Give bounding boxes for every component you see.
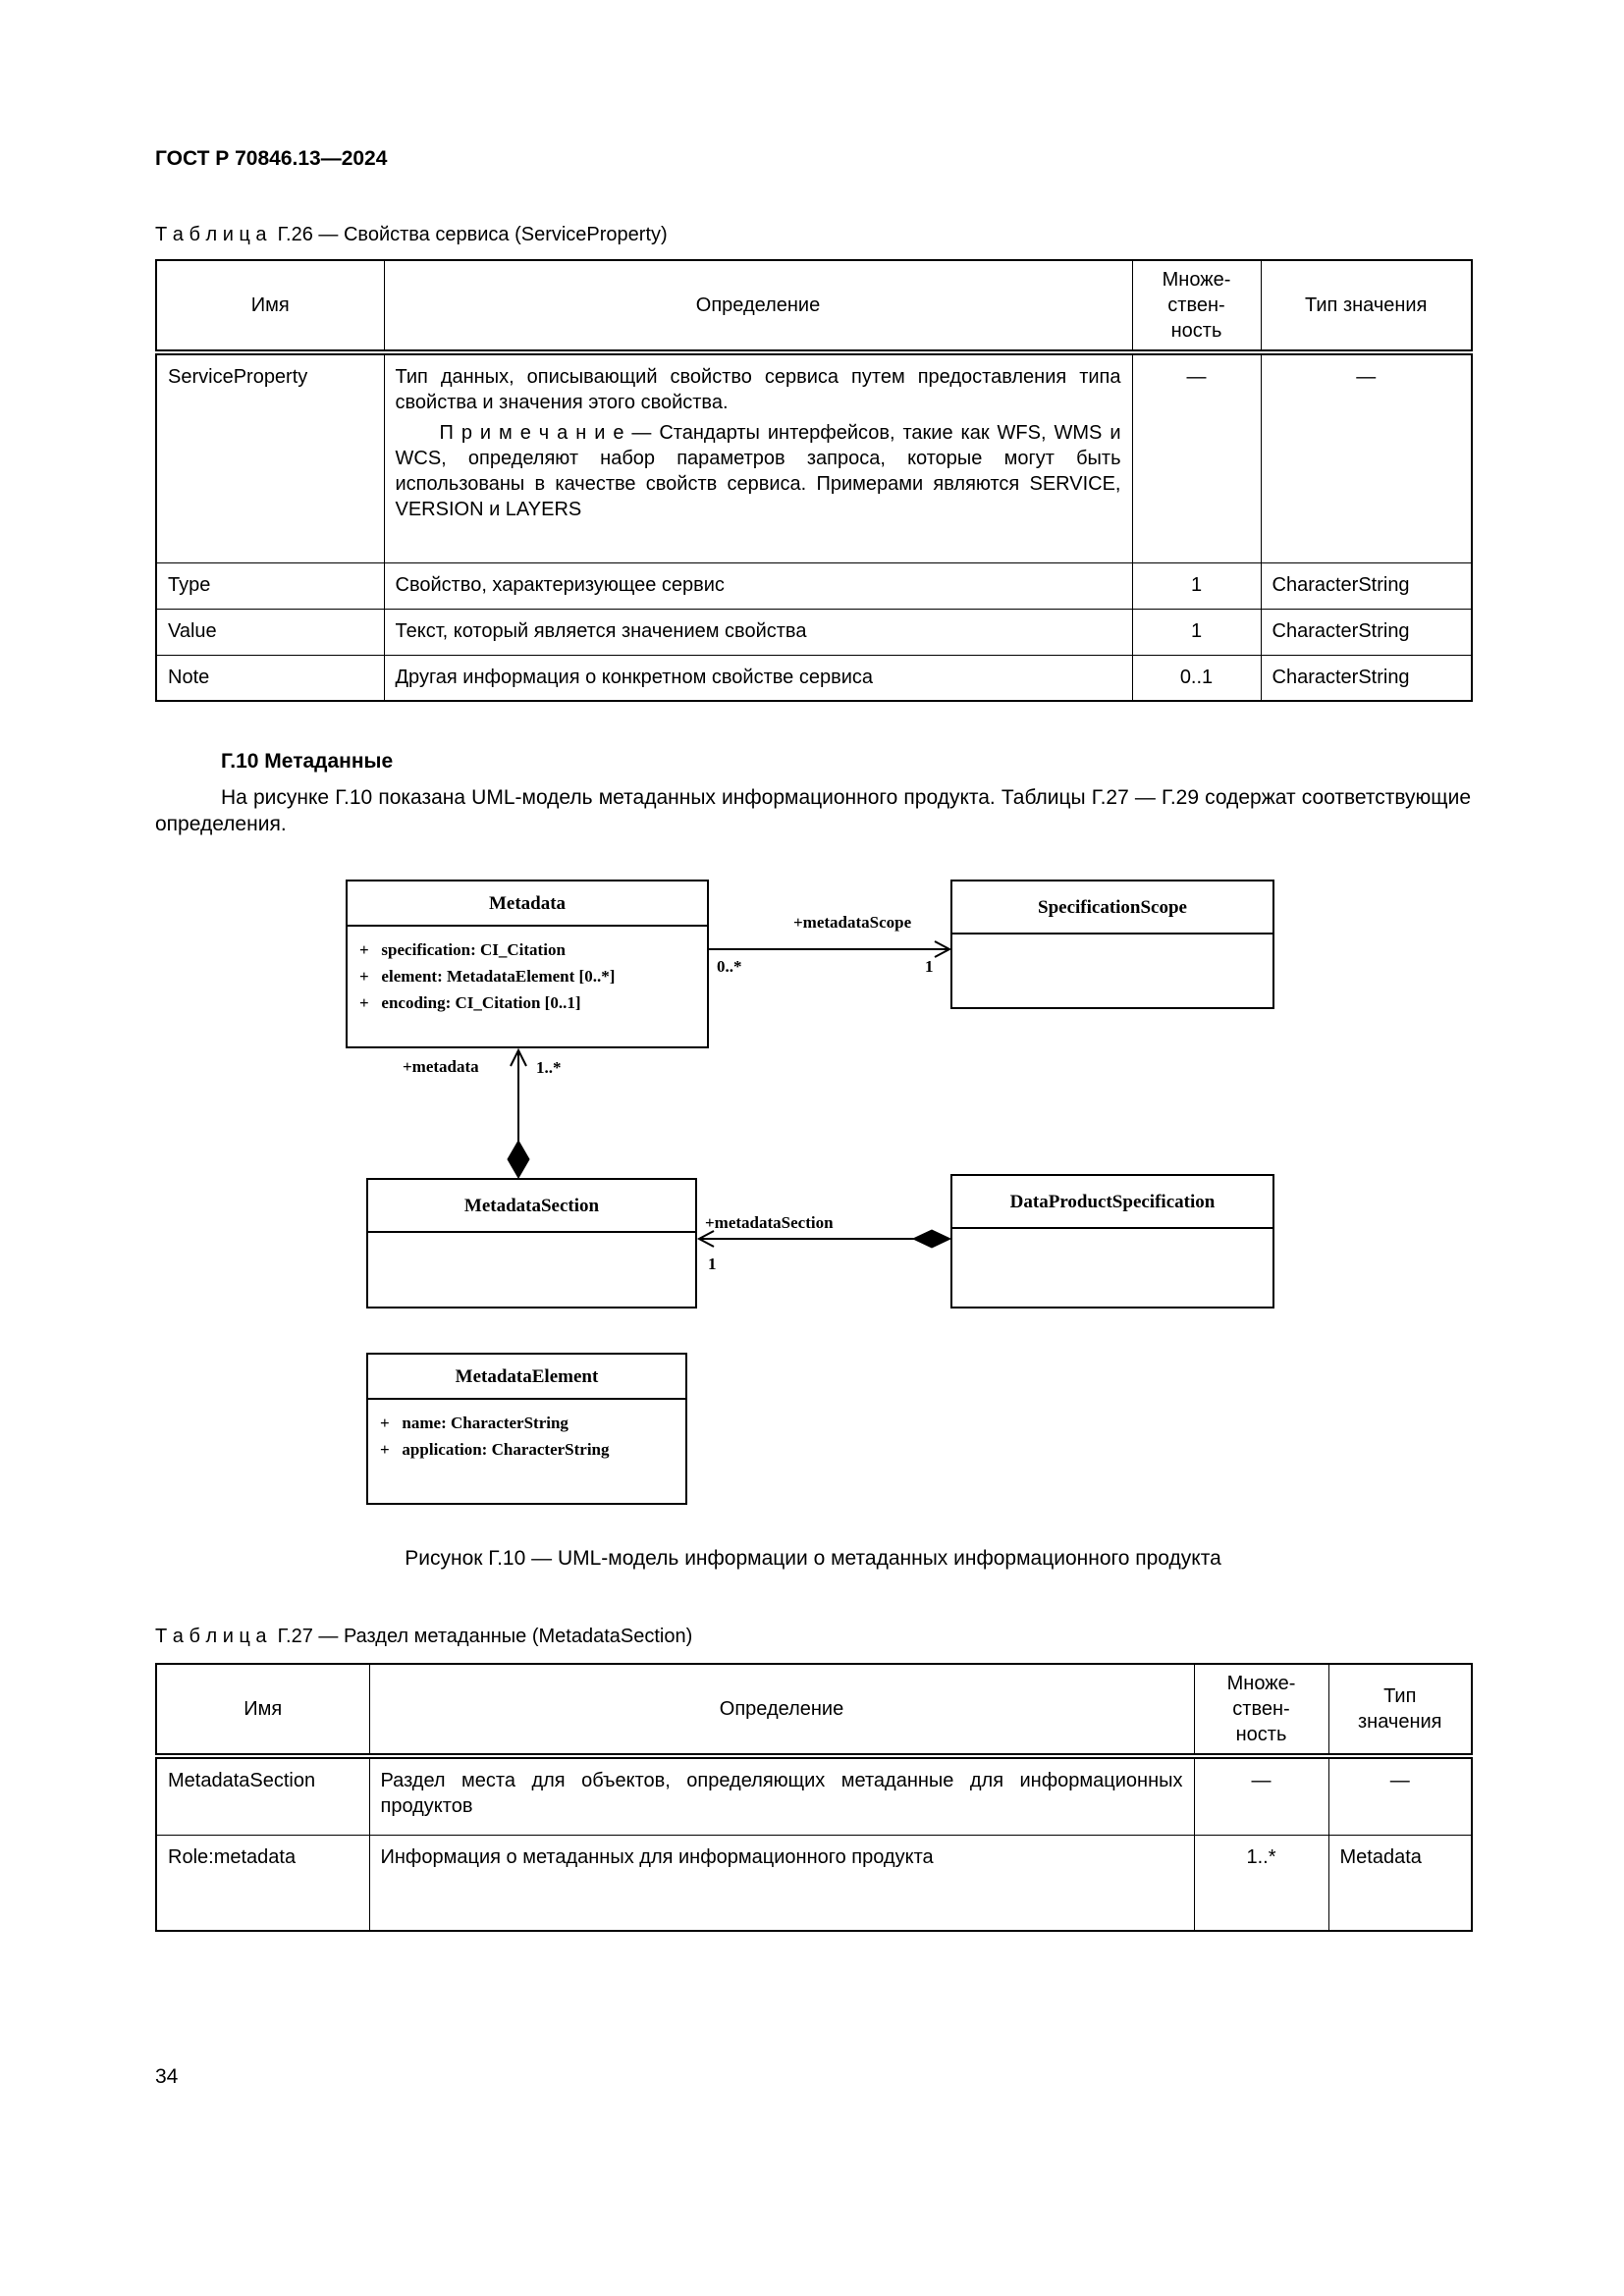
document-header: ГОСТ Р 70846.13—2024 <box>155 147 388 170</box>
column-header-multiplicity: Множе- ствен- ность <box>1131 259 1262 355</box>
table-row: Value Текст, который является значением … <box>155 608 1473 656</box>
column-header-definition: Определение <box>368 1663 1195 1759</box>
body-paragraph: На рисунке Г.10 показана UML-модель мета… <box>155 786 1471 835</box>
association-role-label: +metadataScope <box>793 913 912 932</box>
uml-class-metadata: Metadata + specification: CI_Citation + … <box>346 880 709 1048</box>
cell-name: MetadataSection <box>155 1755 370 1836</box>
cell-definition: Тип данных, описывающий свойство сервиса… <box>383 351 1133 563</box>
class-title: MetadataSection <box>368 1180 695 1233</box>
definition-text: Раздел места для объектов, определяющих … <box>380 1770 1183 1817</box>
cell-definition: Информация о метаданных для информационн… <box>368 1834 1195 1932</box>
uml-diagram: Metadata + specification: CI_Citation + … <box>155 864 1471 1551</box>
table26-caption: Т а б л и ц а Г.26 — Свойства сервиса (S… <box>155 224 668 245</box>
column-header-value-type: Тип значения <box>1327 1663 1473 1759</box>
table-row: ServiceProperty Тип данных, описывающий … <box>155 351 1473 563</box>
cell-multiplicity: — <box>1131 351 1262 563</box>
class-title: Metadata <box>348 881 707 927</box>
figure-caption: Рисунок Г.10 — UML-модель информации о м… <box>405 1547 1221 1570</box>
table27-header-row: Имя Определение Множе- ствен- ность Тип … <box>155 1663 1473 1759</box>
multiplicity-label: 1 <box>925 957 934 976</box>
cell-multiplicity: — <box>1193 1755 1329 1836</box>
class-attribute: + application: CharacterString <box>380 1440 610 1459</box>
cell-definition: Раздел места для объектов, определяющих … <box>368 1755 1195 1836</box>
multiplicity-label: 1 <box>708 1255 717 1273</box>
cell-value-type: CharacterString <box>1260 561 1473 610</box>
cell-name: Note <box>155 654 385 702</box>
uml-connector-lines <box>507 940 952 1249</box>
page-number: 34 <box>155 2065 179 2088</box>
cell-definition: Текст, который является значением свойст… <box>383 608 1133 656</box>
column-header-definition: Определение <box>383 259 1133 355</box>
cell-multiplicity: 0..1 <box>1131 654 1262 702</box>
table27-caption: Т а б л и ц а Г.27 — Раздел метаданные (… <box>155 1626 693 1647</box>
cell-multiplicity: 1 <box>1131 608 1262 656</box>
class-attributes: + name: CharacterString + application: C… <box>368 1400 685 1472</box>
table26-header-row: Имя Определение Множе- ствен- ность Тип … <box>155 259 1473 355</box>
multiplicity-label: 0..* <box>717 957 742 976</box>
class-attribute: + element: MetadataElement [0..*] <box>359 967 616 986</box>
uml-class-metadata-element: MetadataElement + name: CharacterString … <box>366 1353 687 1505</box>
table-metadata-section: Имя Определение Множе- ствен- ность Тип … <box>155 1663 1473 1932</box>
class-attributes: + specification: CI_Citation + element: … <box>348 927 707 1026</box>
column-header-multiplicity: Множе- ствен- ность <box>1193 1663 1329 1759</box>
table-service-property: Имя Определение Множе- ствен- ность Тип … <box>155 259 1473 702</box>
class-title: SpecificationScope <box>952 881 1272 934</box>
uml-class-specification-scope: SpecificationScope <box>950 880 1274 1009</box>
table-row: Note Другая информация о конкретном свой… <box>155 654 1473 702</box>
cell-definition: Свойство, характеризующее сервис <box>383 561 1133 610</box>
note-text: П р и м е ч а н и е — Стандарты интерфей… <box>395 422 1121 520</box>
cell-value-type: — <box>1327 1755 1473 1836</box>
cell-name: Value <box>155 608 385 656</box>
uml-class-metadata-section: MetadataSection <box>366 1178 697 1308</box>
column-header-name: Имя <box>155 1663 370 1759</box>
association-role-label: +metadata <box>403 1057 479 1076</box>
table-row: MetadataSection Раздел места для объекто… <box>155 1755 1473 1836</box>
cell-value-type: Metadata <box>1327 1834 1473 1932</box>
cell-value-type: — <box>1260 351 1473 563</box>
cell-multiplicity: 1 <box>1131 561 1262 610</box>
class-attribute: + specification: CI_Citation <box>359 940 566 959</box>
column-header-value-type: Тип значения <box>1260 259 1473 355</box>
cell-name: ServiceProperty <box>155 351 385 563</box>
class-attribute: + name: CharacterString <box>380 1414 568 1432</box>
multiplicity-label: 1..* <box>536 1058 562 1077</box>
association-role-label: +metadataSection <box>705 1213 834 1232</box>
cell-value-type: CharacterString <box>1260 654 1473 702</box>
cell-value-type: CharacterString <box>1260 608 1473 656</box>
cell-definition: Другая информация о конкретном свойстве … <box>383 654 1133 702</box>
column-header-name: Имя <box>155 259 385 355</box>
definition-text: Тип данных, описывающий свойство сервиса… <box>395 366 1121 413</box>
cell-name: Role:metadata <box>155 1834 370 1932</box>
class-title: DataProductSpecification <box>952 1176 1272 1229</box>
table-row: Type Свойство, характеризующее сервис 1 … <box>155 561 1473 610</box>
table-row: Role:metadata Информация о метаданных дл… <box>155 1834 1473 1932</box>
class-attribute: + encoding: CI_Citation [0..1] <box>359 993 581 1012</box>
uml-class-data-product-specification: DataProductSpecification <box>950 1174 1274 1308</box>
cell-name: Type <box>155 561 385 610</box>
cell-multiplicity: 1..* <box>1193 1834 1329 1932</box>
section-heading: Г.10 Метаданные <box>221 750 394 773</box>
class-title: MetadataElement <box>368 1355 685 1400</box>
